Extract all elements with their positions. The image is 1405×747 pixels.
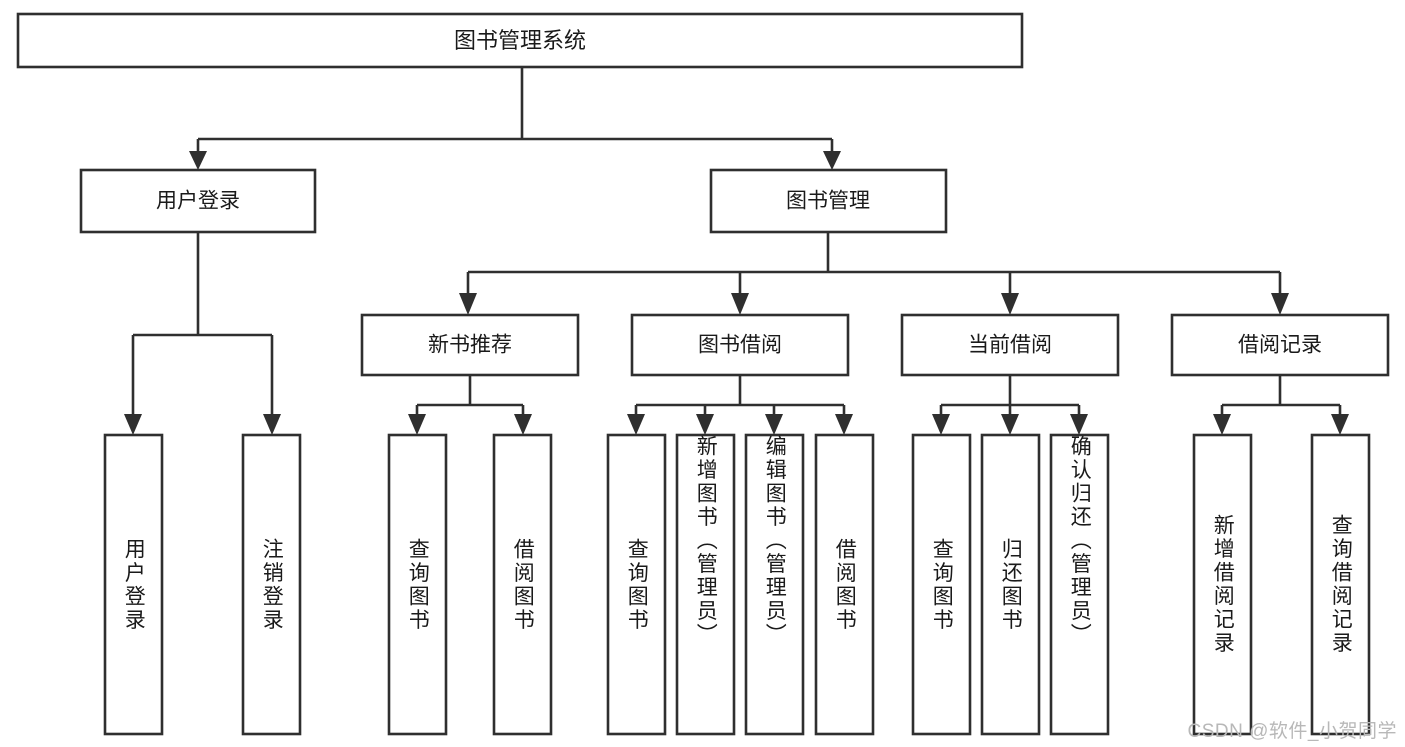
connector-current-borrow-to-leaves xyxy=(932,375,1088,435)
node-user-login[interactable]: 用户登录 xyxy=(79,168,317,234)
node-borrow-record-label: 借阅记录 xyxy=(1238,334,1322,357)
node-new-book-recommend[interactable]: 新书推荐 xyxy=(360,313,580,377)
node-book-management[interactable]: 图书管理 xyxy=(709,168,948,234)
leaf-box-borrow-book[interactable] xyxy=(814,433,875,736)
node-new-book-recommend-label: 新书推荐 xyxy=(428,334,512,357)
node-book-borrow-label: 图书借阅 xyxy=(698,334,782,357)
leaf-box-edit-book-admin[interactable] xyxy=(744,433,805,736)
node-book-management-label: 图书管理 xyxy=(786,190,870,213)
connector-new-book-recommend-to-leaves xyxy=(408,375,532,435)
leaf-box-borrow-book-recommend[interactable] xyxy=(492,433,553,736)
node-user-login-label: 用户登录 xyxy=(156,190,240,213)
leaf-box-query-book-current[interactable] xyxy=(911,433,972,736)
leaf-box-query-book-borrow[interactable] xyxy=(606,433,667,736)
connector-book-borrow-to-leaves xyxy=(627,375,853,435)
connector-root-to-level1 xyxy=(189,67,841,170)
leaf-box-confirm-return-admin[interactable] xyxy=(1049,433,1110,736)
connector-borrow-record-to-leaves xyxy=(1213,375,1349,435)
node-root-book-management-system[interactable]: 图书管理系统 xyxy=(16,12,1024,69)
leaf-box-add-book-admin[interactable] xyxy=(675,433,736,736)
connector-user-login-to-leaves xyxy=(124,232,281,435)
leaf-box-add-borrow-record[interactable] xyxy=(1192,433,1253,736)
leaf-box-return-book[interactable] xyxy=(980,433,1041,736)
node-borrow-record[interactable]: 借阅记录 xyxy=(1170,313,1390,377)
csdn-watermark: CSDN @软件_小贺同学 xyxy=(1187,721,1397,742)
node-book-borrow[interactable]: 图书借阅 xyxy=(630,313,850,377)
connector-book-management-to-level2 xyxy=(459,232,1289,315)
node-root-label: 图书管理系统 xyxy=(454,28,586,53)
leaf-box-query-book-recommend[interactable] xyxy=(387,433,448,736)
leaf-box-logout-login[interactable] xyxy=(241,433,302,736)
node-current-borrow-label: 当前借阅 xyxy=(968,334,1052,357)
node-current-borrow[interactable]: 当前借阅 xyxy=(900,313,1120,377)
leaf-box-query-borrow-record[interactable] xyxy=(1310,433,1371,736)
leaf-box-user-login[interactable] xyxy=(103,433,164,736)
